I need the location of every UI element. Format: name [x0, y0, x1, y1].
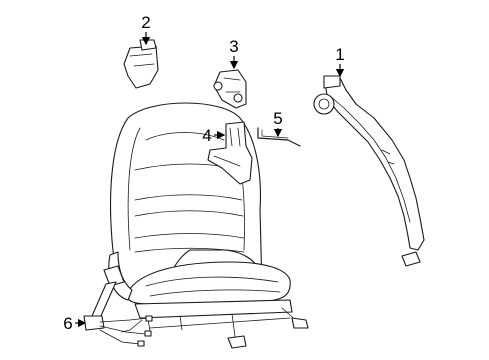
callout-4: 4: [202, 126, 226, 145]
callout-3: 3: [229, 37, 239, 70]
callout-number-4: 4: [202, 126, 211, 145]
callout-5: 5: [273, 109, 283, 138]
recliner-actuator: [213, 69, 247, 109]
seat-belt-buckle: [83, 265, 153, 347]
callout-number-6: 6: [63, 314, 72, 333]
callout-number-5: 5: [273, 109, 282, 128]
callout-number-3: 3: [229, 37, 238, 56]
seat-belt-retractor: [313, 75, 425, 267]
callout-number-2: 2: [141, 13, 150, 32]
callout-6: 6: [63, 314, 87, 333]
callout-1: 1: [335, 45, 345, 78]
callout-number-1: 1: [335, 45, 344, 64]
callout-2: 2: [141, 13, 151, 46]
wire-clip: [257, 127, 301, 147]
upper-bracket: [123, 39, 159, 89]
seat-back-module: [207, 121, 253, 185]
